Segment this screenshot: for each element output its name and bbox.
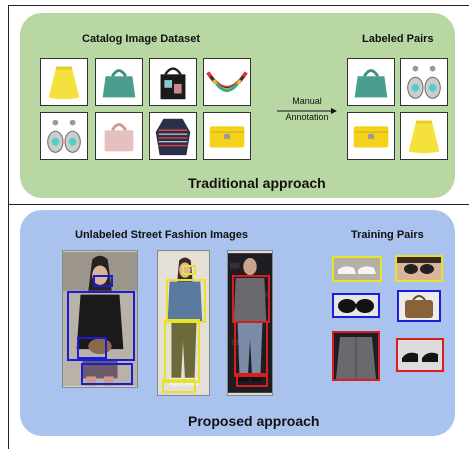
street-photo-man-grey [227,250,273,396]
street-images-title: Unlabeled Street Fashion Images [75,229,248,241]
training-white-sneakers [332,256,382,282]
training-brown-bag [397,290,441,322]
training-pairs-title: Training Pairs [351,229,424,241]
street-photo-woman-jacket [62,250,138,388]
catalog-drop-earrings [40,112,88,160]
training-black-shoes [396,338,444,372]
frame-divider [8,204,469,205]
training-grey-shirt [332,331,380,381]
pair-teal-handbag [347,58,395,106]
manual-annotation-arrow [277,108,337,114]
frame-left-line [8,5,9,449]
training-sunglasses-face [395,255,443,282]
catalog-yellow-clutch [203,112,251,160]
catalog-yellow-skirt [40,58,88,106]
catalog-beaded-necklace [203,58,251,106]
pair-yellow-clutch [347,112,395,160]
catalog-striped-jacket [149,112,197,160]
catalog-pink-handbag [95,112,143,160]
manual-label: Manual [292,96,322,106]
catalog-black-tote [149,58,197,106]
pair-yellow-skirt [400,112,448,160]
proposed-approach-caption: Proposed approach [188,413,320,429]
catalog-teal-handbag [95,58,143,106]
frame-top-line [8,5,469,6]
pair-drop-earrings [400,58,448,106]
annotation-label: Annotation [285,112,329,122]
training-sunglasses [332,293,380,318]
traditional-approach-caption: Traditional approach [188,175,326,191]
catalog-dataset-title: Catalog Image Dataset [82,33,200,45]
labeled-pairs-title: Labeled Pairs [362,33,434,45]
street-photo-woman-denim [157,250,210,396]
